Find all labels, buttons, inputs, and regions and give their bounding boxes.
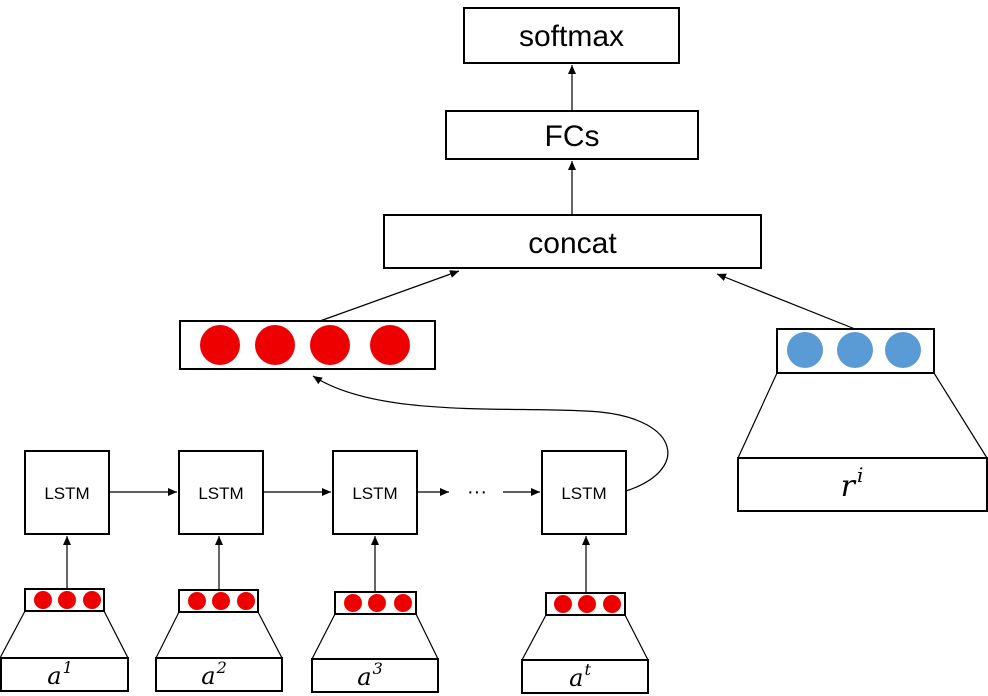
softmax-box xyxy=(463,7,680,64)
lstm-cell-t xyxy=(541,450,627,535)
trapezoid-1-right xyxy=(103,610,129,659)
input3-dot-2 xyxy=(368,594,386,612)
lstm-output-dot-1 xyxy=(200,325,240,365)
vector-to-concat-arrow xyxy=(319,270,460,322)
trapezoid-2-right xyxy=(257,611,283,659)
fcs-box xyxy=(445,110,699,160)
right-embedding-dot-3 xyxy=(885,332,921,368)
right-embedding-dot-2 xyxy=(837,332,873,368)
fcs-label: FCs xyxy=(545,120,600,153)
inputt-dot-3 xyxy=(603,595,621,613)
right-trapezoid-right xyxy=(933,372,988,459)
lstm-output-dot-2 xyxy=(255,325,295,365)
lstm-cell-t-label: LSTM xyxy=(561,484,606,503)
lstm-cell-1-label: LSTM xyxy=(44,484,89,503)
inputt-dot-1 xyxy=(554,595,572,613)
right-embedding-dots xyxy=(787,332,921,368)
input2-dot-3 xyxy=(237,592,255,610)
input-box-1 xyxy=(0,657,129,692)
input3-dot-1 xyxy=(344,594,362,612)
right-embedding-dot-1 xyxy=(787,332,823,368)
trapezoid-2-left xyxy=(155,611,180,659)
trapezoid-t-left xyxy=(521,614,547,661)
input1-dot-3 xyxy=(83,591,101,609)
input-label-2: a2 xyxy=(201,658,227,690)
lstm-cell-3-label: LSTM xyxy=(352,484,397,503)
input-vector-dots xyxy=(34,591,621,613)
input-box-3 xyxy=(311,658,439,693)
lstm-cell-3 xyxy=(332,450,418,535)
right-trapezoid-left xyxy=(737,372,778,459)
trapezoid-1-left xyxy=(0,610,26,659)
sequence-ellipsis: ··· xyxy=(467,481,487,503)
input1-dot-1 xyxy=(34,591,52,609)
lstm-output-dot-4 xyxy=(370,325,410,365)
lstm-cell-1 xyxy=(24,450,110,535)
input-label-3: a3 xyxy=(357,659,383,691)
input-box-t xyxy=(521,659,649,694)
trapezoid-t-right xyxy=(624,614,649,661)
right-vector-to-concat-arrow xyxy=(716,273,856,330)
input2-dot-2 xyxy=(212,592,230,610)
trapezoid-3-right xyxy=(415,613,439,660)
lstm-output-dots xyxy=(200,325,410,365)
inputt-dot-2 xyxy=(578,595,596,613)
right-input-box xyxy=(737,457,988,512)
input3-dot-3 xyxy=(394,594,412,612)
trapezoid-3-left xyxy=(311,613,336,660)
lstm-cell-2-label: LSTM xyxy=(198,484,243,503)
input1-dot-2 xyxy=(58,591,76,609)
input-box-2 xyxy=(155,657,283,692)
input-label-1: a1 xyxy=(47,658,73,690)
input2-dot-1 xyxy=(188,592,206,610)
lstm-output-dot-3 xyxy=(310,325,350,365)
input-label-t: at xyxy=(569,660,591,692)
lstm-cell-2 xyxy=(178,450,264,535)
concat-label: concat xyxy=(528,227,617,260)
final-state-to-vector-arrow xyxy=(312,375,669,492)
softmax-label: softmax xyxy=(519,20,624,53)
